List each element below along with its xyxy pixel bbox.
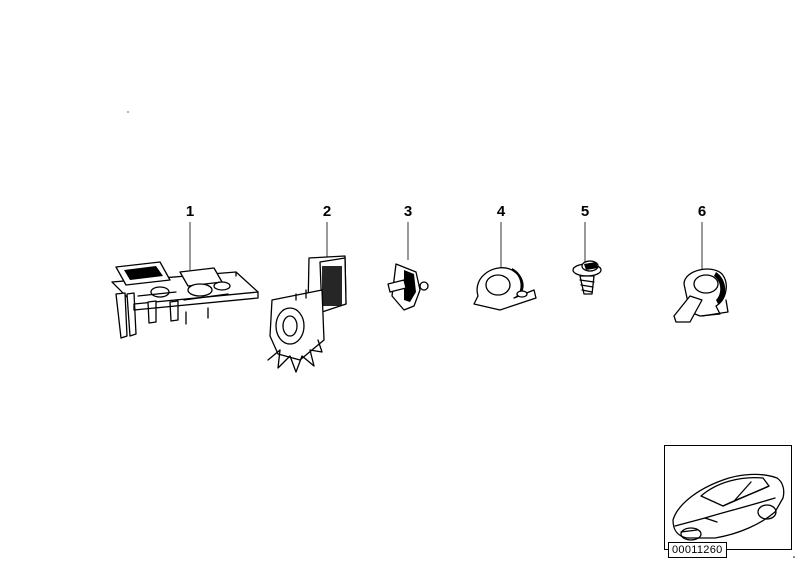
diagram-id-label: 00011260 [668,542,727,558]
part-number-1[interactable]: 1 [185,203,195,220]
car-icon [672,473,785,541]
part-number-5[interactable]: 5 [580,203,590,220]
part-number-3[interactable]: 3 [403,203,413,220]
vehicle-thumbnail[interactable] [664,445,792,550]
part-number-2[interactable]: 2 [322,203,332,220]
part-number-6[interactable]: 6 [697,203,707,220]
part-number-4[interactable]: 4 [496,203,506,220]
